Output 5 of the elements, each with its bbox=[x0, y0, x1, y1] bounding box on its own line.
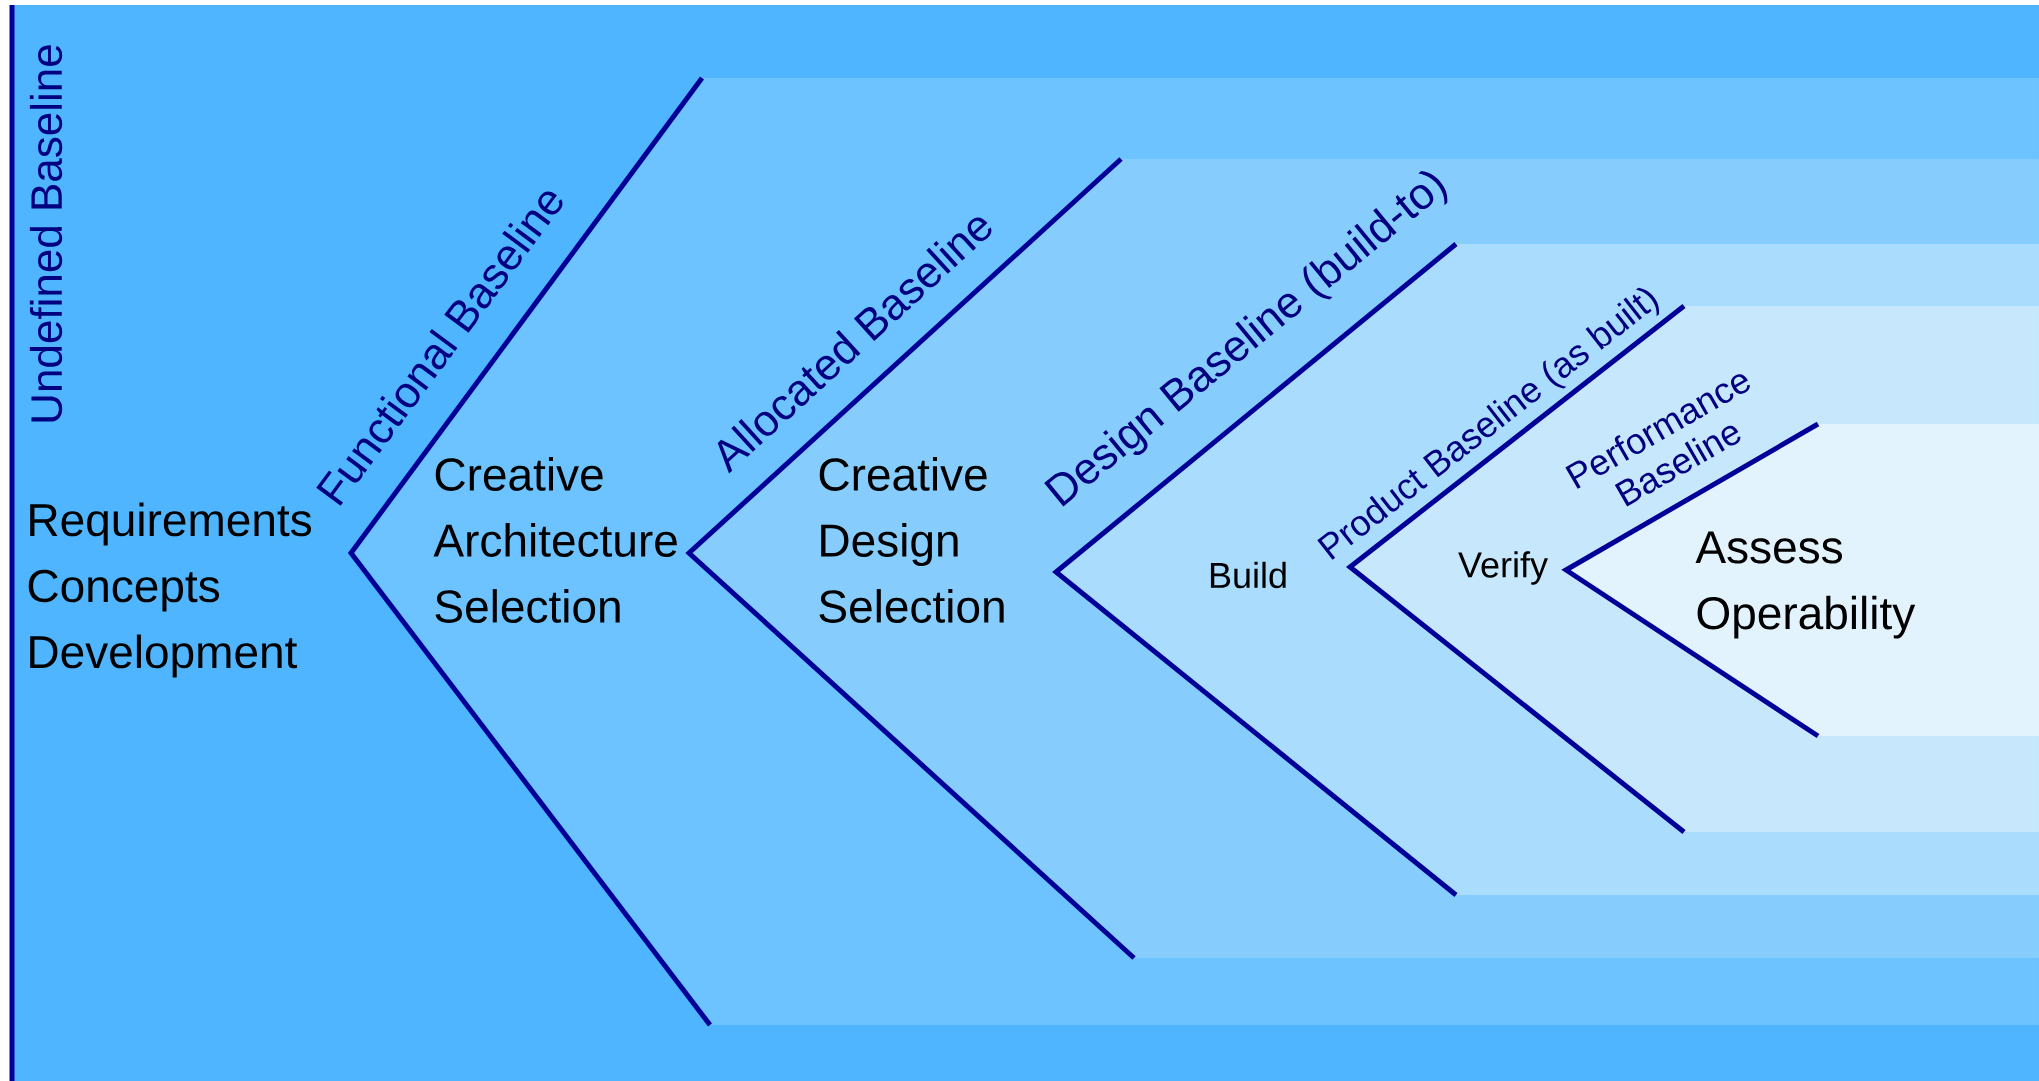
phase-label: Build bbox=[1210, 561, 1286, 589]
phase-label: Assess Operability bbox=[1695, 531, 1916, 639]
baseline-label: Undefined Baseline bbox=[29, 45, 63, 422]
phase-label: Requirements Concepts Development bbox=[28, 502, 312, 678]
phase-label: Verify bbox=[1458, 551, 1548, 585]
